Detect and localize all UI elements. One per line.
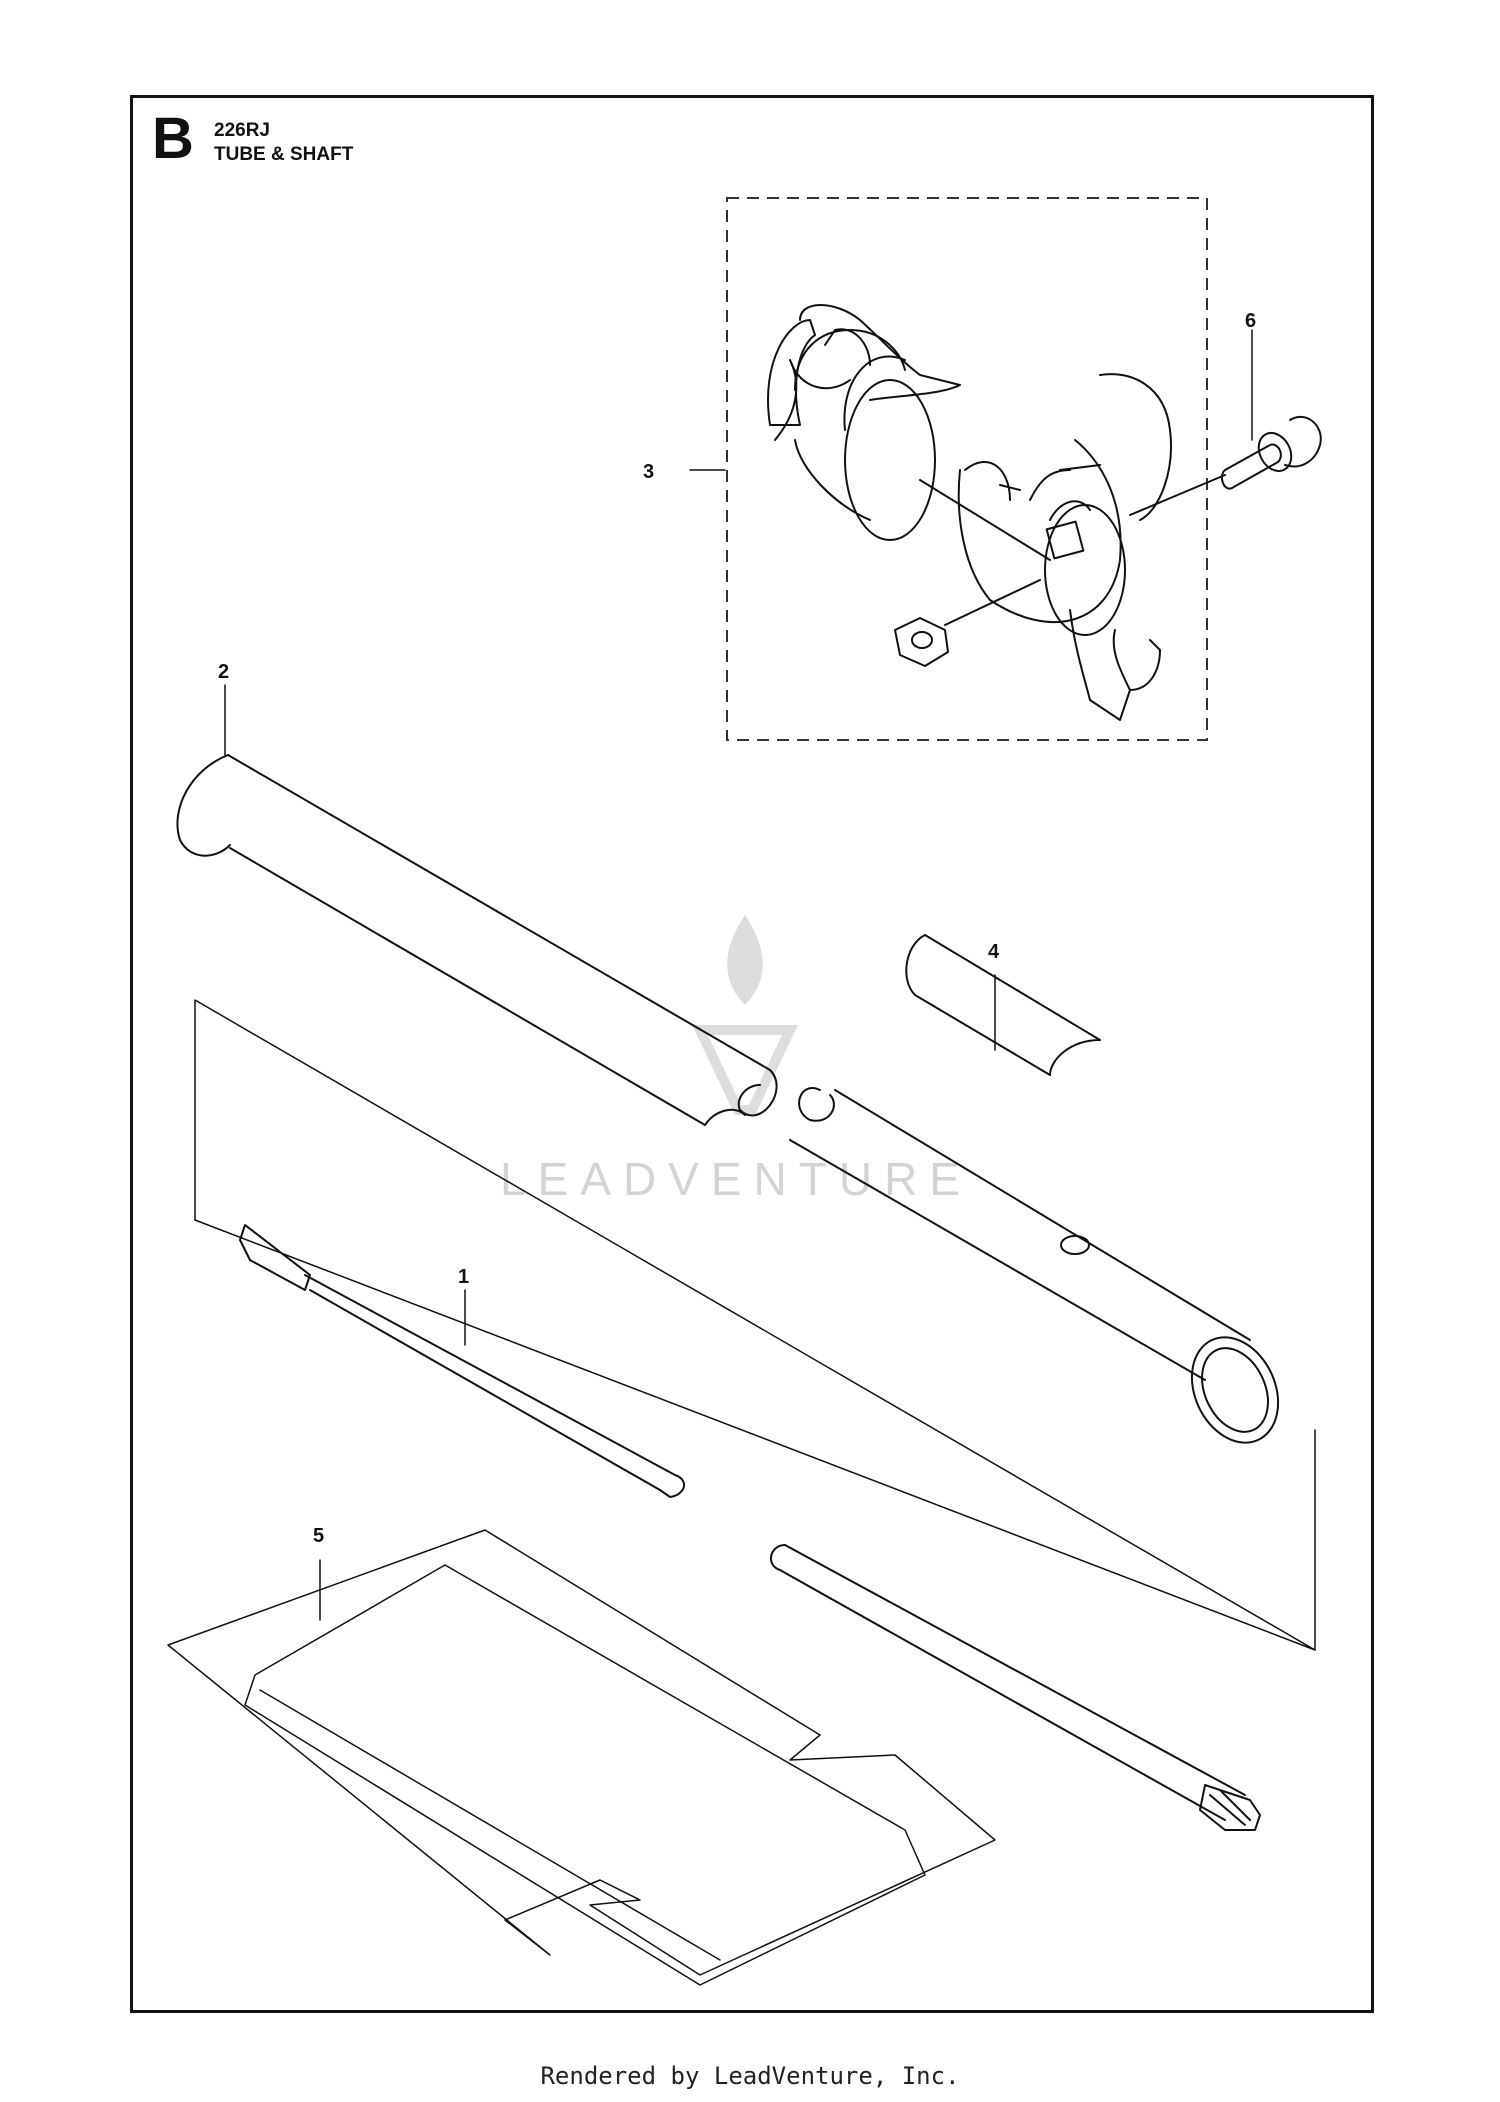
flame-icon — [727, 915, 763, 1005]
watermark: LEADVENTURE — [500, 915, 972, 1205]
callout-5: 5 — [313, 1525, 324, 1547]
diagram-title: TUBE & SHAFT — [214, 144, 354, 165]
footer-credit: Rendered by LeadVenture, Inc. — [540, 2062, 960, 2090]
part-1-shaft — [239, 1224, 1261, 1831]
assembly-boundary — [726, 197, 1208, 741]
watermark-text: LEADVENTURE — [500, 1153, 972, 1205]
leader-lines — [224, 329, 1253, 1621]
part-6-bolt — [1129, 415, 1322, 516]
diagram-frame — [130, 95, 1374, 2013]
assembly-outline — [194, 999, 1316, 1651]
part-nut — [894, 579, 1041, 667]
callout-6: 6 — [1245, 310, 1256, 332]
v-logo-icon — [692, 1025, 798, 1115]
section-letter: B — [152, 106, 194, 171]
model-number: 226RJ — [214, 120, 270, 141]
callout-2: 2 — [218, 661, 229, 683]
callout-1: 1 — [458, 1266, 469, 1288]
callout-3: 3 — [643, 461, 654, 483]
part-2-tube — [176, 754, 1280, 1444]
part-5-manual — [167, 1529, 996, 1986]
part-4-sleeve — [905, 934, 1101, 1076]
callout-4: 4 — [988, 941, 1000, 963]
